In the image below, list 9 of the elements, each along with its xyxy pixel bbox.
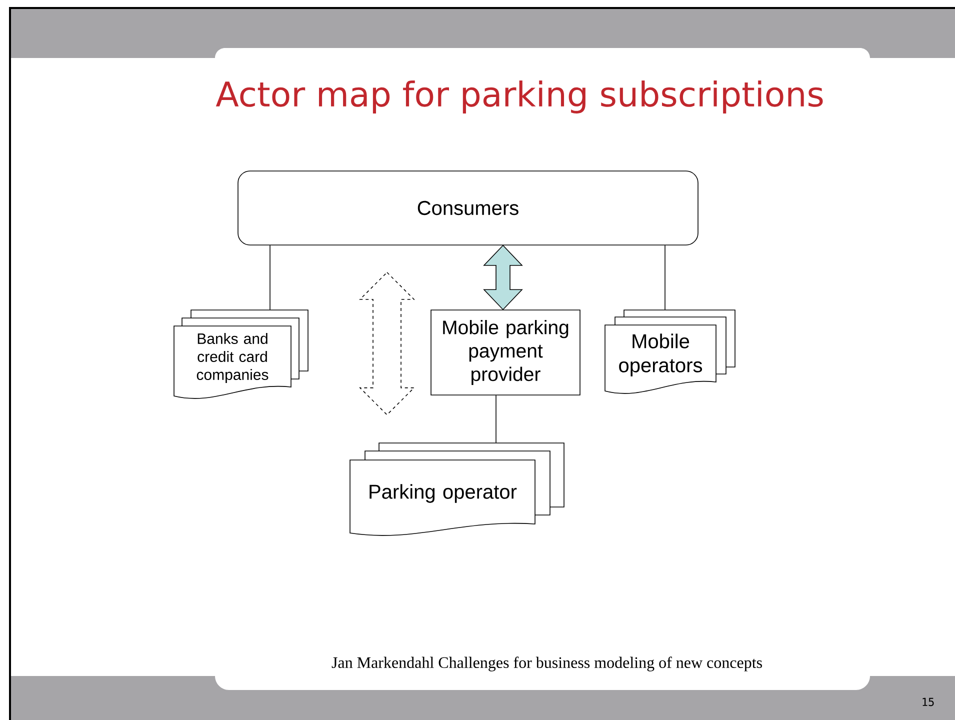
footer-text: Jan Markendahl Challenges for business modeling of new concepts	[332, 656, 762, 672]
actor-box: Consumers	[238, 170, 698, 246]
slide-title: Actor map for parking subscriptions	[216, 80, 823, 114]
actor-box: Mobile parking payment provider	[430, 310, 580, 396]
document-stack: Mobile operators	[604, 310, 736, 394]
connector-line	[664, 245, 666, 310]
document-stack: Parking operator	[350, 442, 564, 536]
page-number: 15	[922, 698, 934, 706]
document-stack: Banks and credit card companies	[174, 310, 308, 399]
